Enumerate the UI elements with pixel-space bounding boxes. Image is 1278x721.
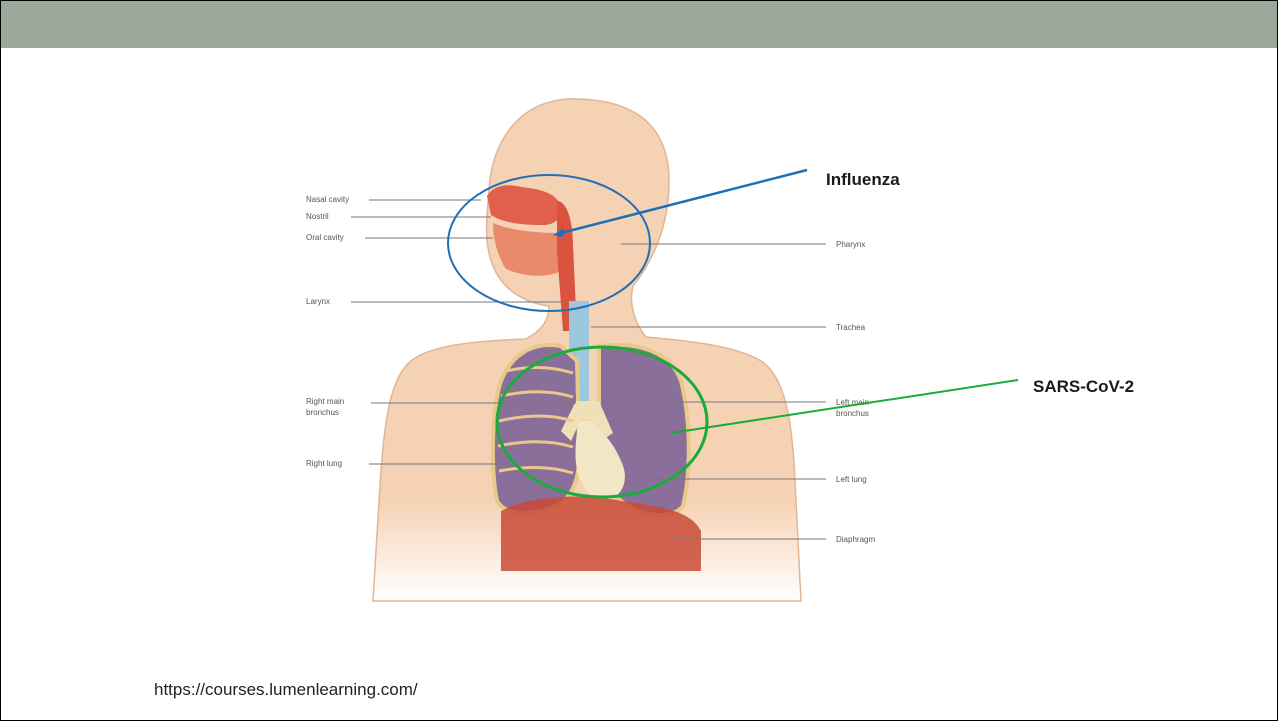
influenza-callout: Influenza bbox=[826, 170, 900, 189]
sars-cov-2-callout: SARS-CoV-2 bbox=[1033, 377, 1134, 396]
label-nasal-cavity: Nasal cavity bbox=[306, 195, 349, 204]
label-left-main-bronchus-2: bronchus bbox=[836, 409, 869, 418]
label-oral-cavity: Oral cavity bbox=[306, 233, 344, 242]
label-trachea: Trachea bbox=[836, 323, 866, 332]
label-left-lung: Left lung bbox=[836, 475, 867, 484]
source-url[interactable]: https://courses.lumenlearning.com/ bbox=[154, 680, 418, 700]
label-diaphragm: Diaphragm bbox=[836, 535, 875, 544]
label-right-main-bronchus-2: bronchus bbox=[306, 408, 339, 417]
label-nostril: Nostril bbox=[306, 212, 329, 221]
label-right-main-bronchus-1: Right main bbox=[306, 397, 344, 406]
label-right-lung: Right lung bbox=[306, 459, 342, 468]
label-larynx: Larynx bbox=[306, 297, 330, 306]
label-pharynx: Pharynx bbox=[836, 240, 865, 249]
